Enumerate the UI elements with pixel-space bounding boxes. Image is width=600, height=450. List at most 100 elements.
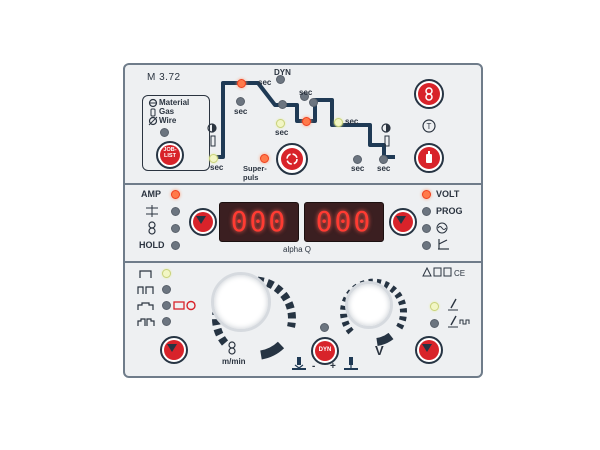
led-end-slope (334, 118, 343, 127)
led-postflow (379, 155, 388, 164)
tack-mode-icon: T (422, 119, 436, 133)
wire-speed-knob[interactable] (211, 272, 271, 332)
legend-material: Material (159, 98, 190, 107)
gas-flow-icon (210, 135, 216, 147)
hard-arc-icon (292, 357, 306, 370)
two-four-stroke-icon (425, 87, 433, 101)
four-stroke-icon (137, 286, 154, 294)
led-volt (422, 190, 431, 199)
left-display: 000 (219, 202, 299, 242)
led-gas-pre (209, 154, 218, 163)
led-start-time (236, 97, 245, 106)
special-four-stroke-icon (137, 318, 155, 326)
material-thickness-icon (146, 205, 158, 217)
sec-label-0: sec (210, 163, 224, 172)
two-stroke-icon (139, 270, 152, 278)
led-arc-length (422, 224, 431, 233)
volt-knob-label: V (375, 343, 384, 358)
led-main-current (276, 119, 285, 128)
gas-postflow-icon (384, 135, 390, 147)
led-amp (171, 190, 180, 199)
sec-label-3: sec (299, 88, 313, 97)
sec-label-7: sec (377, 164, 391, 173)
soft-arc-icon (344, 357, 358, 370)
led-slope-1 (278, 100, 287, 109)
sec-label-6: sec (351, 164, 365, 173)
svg-text:T: T (427, 122, 432, 131)
sec-label-4: sec (275, 128, 289, 137)
prog-label: PROG (436, 206, 463, 216)
led-gas-preflow (237, 79, 246, 88)
led-four-stroke (162, 285, 171, 294)
gas-test-button[interactable] (414, 143, 444, 173)
dyn-button[interactable]: DYN (311, 337, 339, 365)
superpuls-button[interactable] (276, 143, 308, 175)
legend-gas: Gas (159, 107, 175, 116)
job-led (160, 128, 169, 137)
volt-label: VOLT (436, 189, 460, 199)
brand-label: alpha Q (283, 245, 312, 254)
control-panel: M 3.72 Material Gas Wire JOB- LIST sec D… (123, 63, 483, 378)
led-slope-1b (300, 92, 309, 101)
led-pulse-mode (430, 319, 439, 328)
hold-label: HOLD (139, 240, 165, 250)
led-end-current (353, 155, 362, 164)
arc-wave-icon (436, 222, 448, 234)
material-icon (148, 98, 158, 108)
sec-label-2: sec (234, 107, 248, 116)
led-main-phase (302, 117, 311, 126)
pulse-torch-icon (448, 315, 470, 328)
left-knob-scale (212, 276, 296, 360)
led-prog (422, 207, 431, 216)
standard-torch-icon (448, 298, 458, 311)
dyn-button-label: DYN (318, 347, 332, 353)
led-special-two-stroke (162, 301, 171, 310)
gas-bottle-button-icon (426, 151, 432, 163)
cycle-arrows-icon (286, 153, 298, 165)
led-standard-mode (430, 302, 439, 311)
special-two-stroke-icon (137, 302, 154, 310)
job-legend-box (142, 95, 210, 171)
left-parameter-button[interactable] (189, 208, 217, 236)
led-superpuls (260, 154, 269, 163)
voltage-knob[interactable] (345, 281, 393, 329)
amp-label: AMP (141, 189, 161, 199)
wire-diameter-icon (148, 116, 158, 126)
led-torch-angle (422, 241, 431, 250)
svg-text:CE: CE (454, 269, 465, 278)
led-two-stroke (162, 269, 171, 278)
warning-icons: CE (422, 266, 465, 278)
right-display-value: 000 (315, 205, 373, 238)
sec-label-1: sec (258, 78, 272, 87)
led-hold (171, 241, 180, 250)
right-parameter-button[interactable] (389, 208, 417, 236)
led-thickness (171, 207, 180, 216)
led-start-current (276, 75, 285, 84)
superpuls-label: Super- puls (243, 164, 267, 182)
minus-label: - (312, 361, 316, 372)
torch-mode-button[interactable] (414, 79, 444, 109)
process-button[interactable] (415, 336, 443, 364)
right-display: 000 (304, 202, 384, 242)
joblist-label: JOB- LIST (163, 147, 177, 159)
led-wire-feed (171, 224, 180, 233)
led-slope-2 (309, 98, 318, 107)
joblist-button[interactable]: JOB- LIST (156, 141, 184, 169)
led-special-four-stroke (162, 317, 171, 326)
gas-bottle-icon (150, 108, 156, 117)
sec-label-5: sec (345, 117, 359, 126)
mode-button[interactable] (160, 336, 188, 364)
mmin-label: m/min (222, 357, 246, 366)
legend-wire: Wire (159, 116, 177, 125)
plus-label: + (330, 361, 336, 372)
led-dyn (320, 323, 329, 332)
model-label: M 3.72 (147, 72, 181, 83)
wire-feed-icon (148, 221, 156, 235)
spot-weld-icon (173, 300, 196, 311)
left-display-value: 000 (230, 205, 288, 238)
torch-angle-icon (438, 239, 449, 250)
dyn-label: DYN (274, 68, 291, 77)
timer-icon (207, 123, 217, 133)
wire-feed-speed-icon (228, 341, 236, 355)
divider-top (125, 183, 481, 185)
